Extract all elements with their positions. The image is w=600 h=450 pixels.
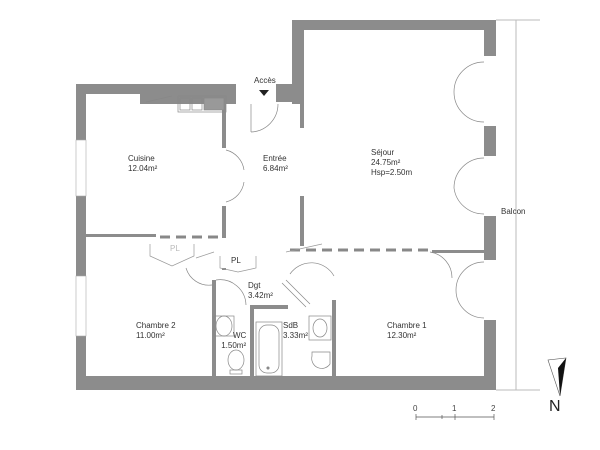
room-area: 3.42m² [248, 291, 273, 300]
scale-tick-2: 2 [491, 404, 496, 413]
room-sejour: Séjour 24.75m² Hsp=2.50m [371, 148, 412, 178]
bathroom-fixtures [255, 315, 332, 377]
scale-bar [415, 414, 495, 420]
access-arrow-icon [259, 90, 269, 96]
room-area: 1.50m² [221, 341, 247, 350]
room-wc: WC 1.50m² [221, 331, 246, 351]
room-name: Entrée [263, 154, 287, 163]
room-name: Séjour [371, 148, 395, 157]
room-area: 12.30m² [387, 331, 417, 340]
room-chambre1: Chambre 1 12.30m² [387, 321, 427, 341]
room-name: WC [233, 331, 247, 340]
room-name: Chambre 1 [387, 321, 427, 330]
room-sdb: SdB 3.33m² [283, 321, 308, 341]
closet-pl-1: PL [170, 244, 180, 253]
wc-fixtures [213, 315, 245, 375]
windows [75, 139, 87, 337]
kitchen-sink [145, 95, 227, 113]
dashed-partition [160, 235, 430, 252]
room-area: 12.04m² [128, 164, 158, 173]
closets [149, 243, 323, 273]
doors [185, 61, 485, 319]
balcony [496, 19, 540, 391]
room-entree: Entrée 6.84m² [263, 154, 288, 174]
room-area: 24.75m² [371, 158, 401, 167]
scale-tick-0: 0 [413, 404, 418, 413]
north-label: N [549, 398, 561, 415]
scale-tick-1: 1 [452, 404, 457, 413]
balcony-label: Balcon [501, 207, 526, 216]
room-chambre2: Chambre 2 11.00m² [136, 321, 176, 341]
room-name: Cuisine [128, 154, 155, 163]
room-area: 11.00m² [136, 331, 165, 340]
room-cuisine: Cuisine 12.04m² [128, 154, 157, 174]
room-area: 6.84m² [263, 164, 288, 173]
room-height: Hsp=2.50m [371, 168, 413, 177]
access-label: Accès [254, 76, 276, 85]
room-dgt: Dgt 3.42m² [248, 281, 273, 301]
exterior-walls [76, 20, 496, 390]
room-area: 3.33m² [283, 331, 308, 340]
room-name: Dgt [248, 281, 261, 290]
room-name: Chambre 2 [136, 321, 176, 330]
room-name: SdB [283, 321, 299, 330]
closet-pl-2: PL [231, 256, 241, 265]
north-arrow-icon [547, 357, 567, 397]
